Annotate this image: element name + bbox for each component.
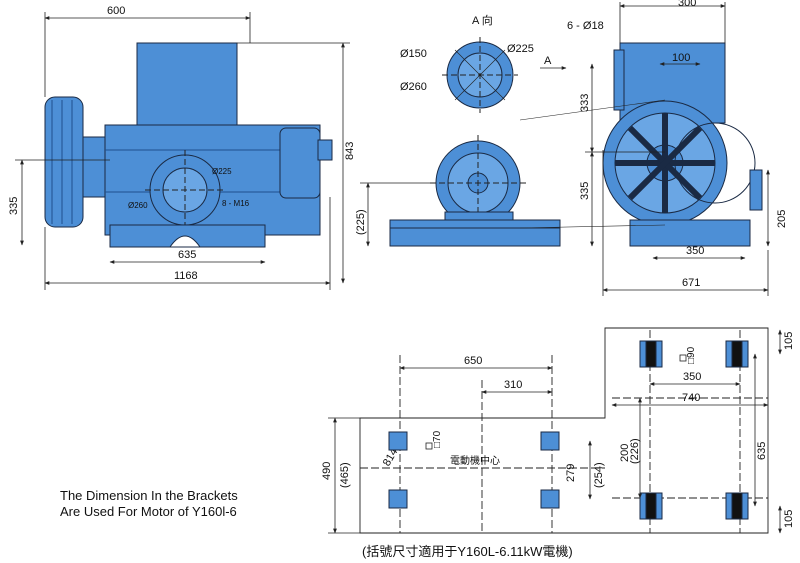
dim-1168: 1168 [174,270,198,282]
dim-490: 490 [321,462,333,480]
a-view-flange [442,37,518,113]
pad-left-4 [540,489,560,509]
pad-right-1 [639,340,663,368]
front-view [44,42,333,248]
label-d225-a: Ø225 [507,43,534,55]
label-d225-front: Ø225 [212,167,232,176]
dim-279: 279 [565,464,577,482]
side-view-dimensions [519,2,770,296]
dim-105-top: 105 [783,332,795,350]
motor-end-view [389,135,561,247]
a-view-title: A 向 [472,13,493,27]
label-arrow-a: A [544,55,552,67]
foundation-plan [359,327,769,534]
side-view [602,42,763,247]
pad-left-2 [540,431,560,451]
dim-350-side: 350 [686,245,704,257]
dim-740: 740 [682,392,700,404]
dim-671: 671 [682,277,700,289]
dim-333: 333 [579,94,591,112]
dim-sq90: □90 [686,346,697,364]
dim-465-paren: (465) [339,462,351,488]
pad-right-3 [639,492,663,520]
pad-right-4 [725,492,749,520]
label-d260-front: Ø260 [128,201,148,210]
dim-310: 310 [504,379,522,391]
dim-335-front: 335 [8,197,20,215]
dim-843: 843 [344,142,356,160]
motor-top-box [136,42,238,129]
foundation-dimensions [328,329,782,534]
dim-254-paren: (254) [593,462,605,488]
english-note: The Dimension In the Brackets Are Used F… [60,488,238,520]
dim-200: 200 [619,444,631,462]
dim-650: 650 [464,355,482,367]
dim-600: 600 [107,5,125,17]
dim-105-bottom: 105 [783,510,795,528]
dim-6-d18: 6 - Ø18 [567,20,604,32]
dim-225-paren: (225) [355,209,367,235]
dim-635-plan: 635 [756,442,768,460]
dim-100: 100 [672,52,690,64]
a-view-dimensions [360,182,430,247]
motor-center-label: 電動機中心 [450,454,500,467]
dim-205: 205 [776,210,788,228]
english-note-line1: The Dimension In the Brackets [60,488,238,503]
dim-sq70: □70 [432,430,443,448]
chinese-note: (括號尺寸適用于Y160L-6.11kW電機) [362,544,573,559]
pad-right-2 [725,340,749,368]
dim-335-side: 335 [579,182,591,200]
dim-350-plan: 350 [683,371,701,383]
english-note-line2: Are Used For Motor of Y160l-6 [60,504,237,519]
pad-left-1 [388,431,408,451]
dim-300: 300 [678,0,696,9]
brake-drum [44,96,84,228]
foundation-pads [388,340,749,520]
label-bolts-front: 8 - M16 [222,199,250,208]
label-d260-a: Ø260 [400,81,427,93]
dim-635-front: 635 [178,249,196,261]
pad-left-3 [388,489,408,509]
dim-226-paren: (226) [629,438,641,464]
front-view-dimensions [15,12,350,290]
shaft-coupling [82,136,106,198]
label-d150: Ø150 [400,48,427,60]
